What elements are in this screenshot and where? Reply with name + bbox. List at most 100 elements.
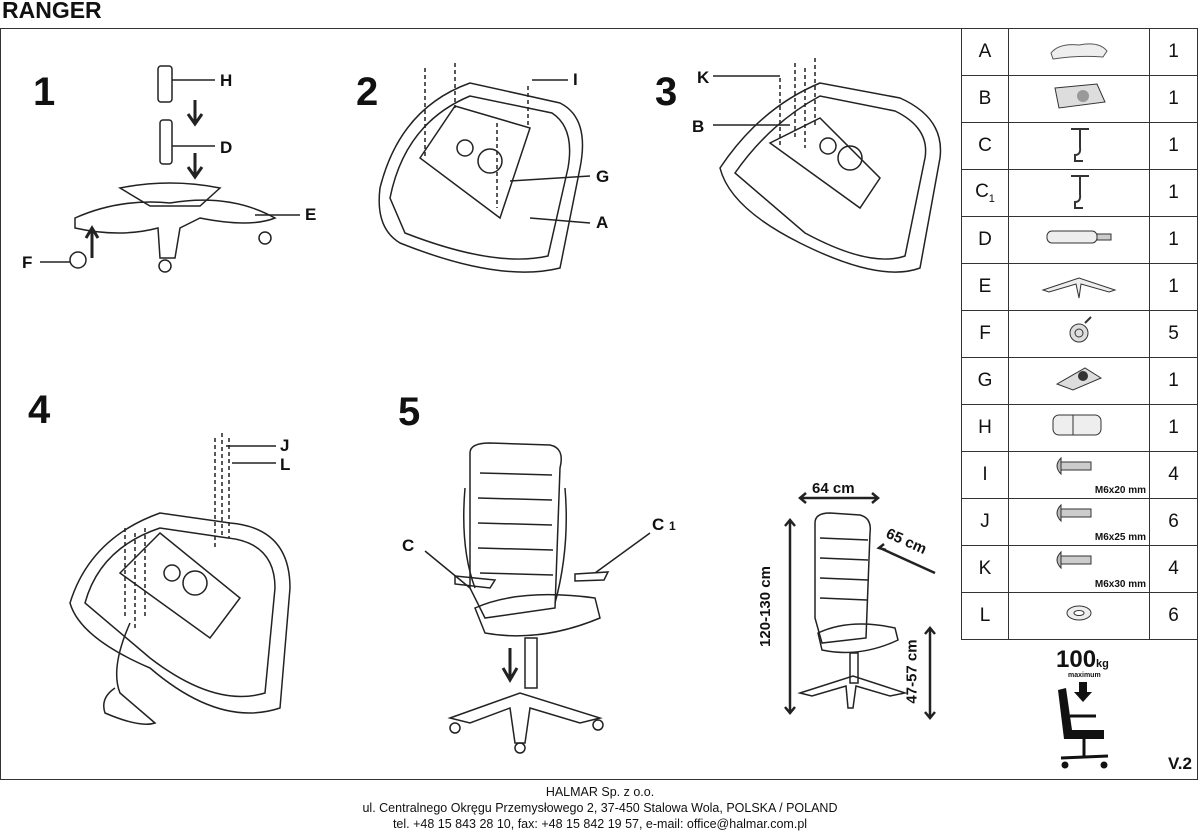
footer-company: HALMAR Sp. z o.o.: [545, 785, 655, 799]
step2-drawing: [378, 63, 591, 273]
part-id: G: [961, 357, 1009, 405]
base-icon: [1041, 277, 1117, 299]
step-number-1: 1: [33, 70, 56, 114]
footer: HALMAR Sp. z o.o. ul. Centralnego Okręgu…: [0, 784, 1200, 832]
dimension-drawing: [784, 492, 936, 720]
part-quantity: 1: [1149, 216, 1198, 264]
armrest-icon: [1071, 128, 1089, 162]
part-image: [1008, 592, 1150, 640]
label-f: F: [22, 253, 33, 272]
label-c: C: [402, 536, 415, 555]
part-image: [1008, 28, 1150, 76]
mechanism-icon: [1054, 83, 1106, 109]
part-quantity: 4: [1149, 545, 1198, 593]
part-id: L: [961, 592, 1009, 640]
step5-drawing: [424, 442, 651, 754]
part-image: [1008, 216, 1150, 264]
part-size: M6x30 mm: [1094, 579, 1146, 590]
label-h: H: [220, 71, 233, 90]
version-label: V.2: [1168, 754, 1192, 773]
part-quantity: 1: [1149, 357, 1198, 405]
part-quantity: 1: [1149, 169, 1198, 217]
step-number-3: 3: [655, 70, 678, 114]
part-id: B: [961, 75, 1009, 123]
part-image: [1008, 263, 1150, 311]
armrest-icon: [1071, 175, 1089, 209]
dimension-seat-height: 47-57 cm: [903, 639, 921, 704]
part-id: C1: [961, 169, 1009, 217]
part-id: I: [961, 451, 1009, 499]
chair-load-icon: [1058, 682, 1109, 769]
part-id: E: [961, 263, 1009, 311]
part-id: C: [961, 122, 1009, 170]
screw-icon: [1056, 456, 1092, 476]
part-quantity: 6: [1149, 592, 1198, 640]
dimension-height: 120-130 cm: [756, 566, 774, 647]
label-c1: C 1: [652, 515, 676, 534]
part-image: [1008, 357, 1150, 405]
part-image: [1008, 122, 1150, 170]
label-d: D: [220, 138, 233, 157]
document-title: RANGER: [2, 0, 102, 23]
part-size: M6x25 mm: [1094, 532, 1146, 543]
label-g: G: [596, 167, 610, 186]
part-image: [1008, 75, 1150, 123]
gas-lift-icon: [1046, 230, 1112, 244]
part-id: K: [961, 545, 1009, 593]
label-e: E: [305, 205, 317, 224]
washer-icon: [1066, 605, 1092, 621]
label-i: I: [573, 70, 578, 89]
label-l: L: [280, 455, 291, 474]
part-quantity: 4: [1149, 451, 1198, 499]
step3-drawing: [713, 58, 942, 273]
seat-icon: [1050, 43, 1108, 60]
part-quantity: 6: [1149, 498, 1198, 546]
max-load-panel: 100kg maximum V.2: [961, 640, 1198, 780]
instruction-frame: [0, 28, 1198, 780]
dimension-width: 64 cm: [812, 480, 855, 497]
part-image: [1008, 310, 1150, 358]
part-image: [1008, 169, 1150, 217]
part-quantity: 1: [1149, 122, 1198, 170]
max-load-value: 100kg: [1056, 646, 1109, 673]
part-image: [1008, 404, 1150, 452]
part-quantity: 1: [1149, 263, 1198, 311]
part-size: M6x20 mm: [1094, 485, 1146, 496]
tilt-mechanism-icon: [1055, 367, 1103, 391]
part-image: M6x25 mm: [1008, 498, 1150, 546]
part-quantity: 1: [1149, 28, 1198, 76]
part-row: C1 1: [961, 169, 1198, 217]
footer-contact: tel. +48 15 843 28 10, fax: +48 15 842 1…: [392, 817, 808, 831]
label-b: B: [692, 117, 705, 136]
caster-icon: [1069, 316, 1092, 343]
label-k: K: [697, 68, 710, 87]
screw-icon: [1056, 550, 1092, 570]
step-number-5: 5: [398, 390, 421, 434]
footer-address: ul. Centralnego Okręgu Przemysłowego 2, …: [362, 801, 838, 815]
part-id: J: [961, 498, 1009, 546]
max-load-caption: maximum: [1068, 672, 1101, 679]
part-id: H: [961, 404, 1009, 452]
step-number-2: 2: [356, 70, 379, 114]
cover-icon: [1052, 414, 1102, 436]
label-a: A: [596, 213, 609, 232]
screw-icon: [1056, 503, 1092, 523]
part-image: M6x20 mm: [1008, 451, 1150, 499]
part-image: M6x30 mm: [1008, 545, 1150, 593]
assembly-illustrations: 1 2 3 4 5 H D E F I G A K B J L C C 1 64…: [0, 28, 961, 780]
step-number-4: 4: [28, 388, 51, 432]
part-quantity: 1: [1149, 75, 1198, 123]
part-id: F: [961, 310, 1009, 358]
part-id: A: [961, 28, 1009, 76]
part-quantity: 5: [1149, 310, 1198, 358]
